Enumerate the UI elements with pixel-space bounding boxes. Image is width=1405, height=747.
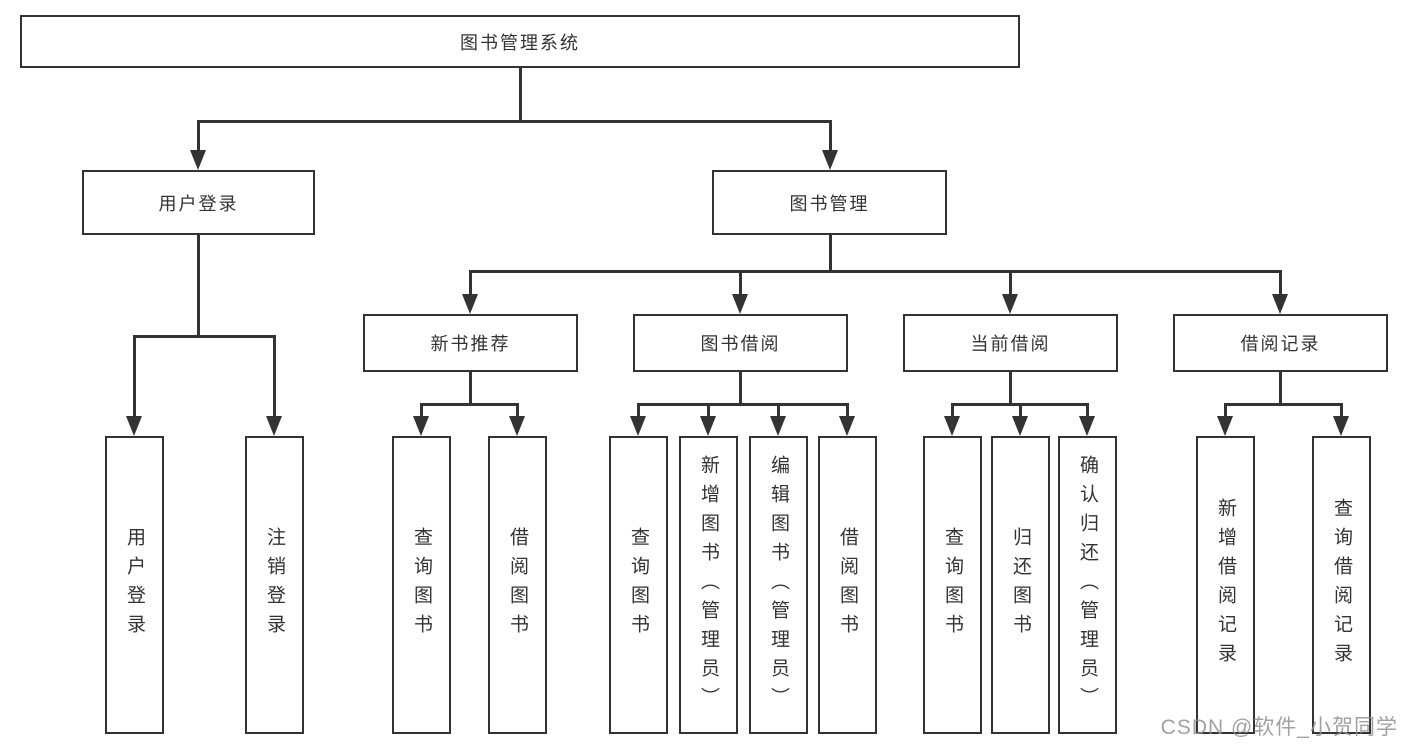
node-new-book-recommend: 新书推荐	[363, 314, 578, 372]
arrow-down-icon	[732, 294, 748, 314]
node-current-borrow: 当前借阅	[903, 314, 1118, 372]
connector-manage-stub	[828, 235, 832, 270]
node-book-borrow: 图书借阅	[633, 314, 848, 372]
node-book-borrow-label: 图书借阅	[700, 334, 781, 354]
arrow-down-icon	[190, 150, 206, 170]
node-new-book-recommend-label: 新书推荐	[430, 334, 511, 354]
arrow-down-icon	[1012, 416, 1028, 436]
node-user-login-label: 用户登录	[158, 193, 239, 214]
node-user-login: 用户登录	[82, 170, 315, 235]
connector-borrow-drop-1	[636, 403, 640, 416]
node-leaf-add-books-admin-label: 新增图书（管理员）	[698, 454, 719, 716]
node-library-system-label: 图书管理系统	[460, 32, 580, 53]
node-leaf-edit-books-admin-label: 编辑图书（管理员）	[768, 454, 789, 716]
connector-records-hline	[1223, 403, 1343, 406]
connector-recommend-hline	[419, 403, 519, 406]
connector-records-stub	[1278, 372, 1282, 403]
node-library-system: 图书管理系统	[20, 15, 1020, 68]
node-leaf-confirm-return-admin-label: 确认归还（管理员）	[1077, 454, 1098, 716]
connector-root-drop-left	[196, 120, 200, 150]
node-leaf-return-books: 归还图书	[991, 436, 1050, 734]
connector-borrow-drop-2	[706, 403, 710, 416]
node-leaf-add-borrow-record: 新增借阅记录	[1196, 436, 1255, 734]
node-current-borrow-label: 当前借阅	[970, 334, 1051, 354]
connector-current-stub	[1008, 372, 1012, 403]
arrow-down-icon	[1079, 416, 1095, 436]
node-leaf-query-books-current: 查询图书	[923, 436, 982, 734]
node-leaf-query-books-recommend: 查询图书	[392, 436, 451, 734]
arrow-down-icon	[1217, 416, 1233, 436]
connector-borrow-drop-3	[776, 403, 780, 416]
node-borrow-records-label: 借阅记录	[1240, 334, 1321, 354]
connector-root-drop-right	[828, 120, 832, 150]
node-leaf-query-books-borrow-label: 查询图书	[628, 527, 649, 643]
connector-current-drop-1	[950, 403, 954, 416]
connector-manage-drop-2	[738, 270, 742, 294]
node-leaf-return-books-label: 归还图书	[1010, 527, 1031, 643]
node-leaf-borrow-books-label: 借阅图书	[837, 527, 858, 643]
node-leaf-user-login: 用户登录	[105, 436, 164, 734]
arrow-down-icon	[1333, 416, 1349, 436]
node-leaf-query-borrow-record: 查询借阅记录	[1312, 436, 1371, 734]
arrow-down-icon	[630, 416, 646, 436]
node-leaf-query-books-current-label: 查询图书	[942, 527, 963, 643]
node-leaf-logout-label: 注销登录	[264, 527, 285, 643]
arrow-down-icon	[839, 416, 855, 436]
csdn-watermark: CSDN @软件_小贺同学	[1160, 716, 1398, 739]
node-book-management: 图书管理	[712, 170, 947, 235]
node-leaf-add-books-admin: 新增图书（管理员）	[679, 436, 738, 734]
node-leaf-query-books-borrow: 查询图书	[609, 436, 668, 734]
arrow-down-icon	[509, 416, 525, 436]
node-borrow-records: 借阅记录	[1173, 314, 1388, 372]
arrow-down-icon	[770, 416, 786, 436]
node-leaf-borrow-books: 借阅图书	[818, 436, 877, 734]
connector-borrow-drop-4	[845, 403, 849, 416]
connector-root-hline	[196, 120, 832, 123]
connector-manage-drop-3	[1008, 270, 1012, 294]
connector-records-drop-2	[1339, 403, 1343, 416]
arrow-down-icon	[1272, 294, 1288, 314]
node-leaf-logout: 注销登录	[245, 436, 304, 734]
arrow-down-icon	[126, 416, 142, 436]
node-leaf-borrow-books-recommend: 借阅图书	[488, 436, 547, 734]
node-leaf-user-login-label: 用户登录	[124, 527, 145, 643]
arrow-down-icon	[944, 416, 960, 436]
connector-login-hline	[132, 335, 276, 338]
connector-recommend-drop-2	[515, 403, 519, 416]
arrow-down-icon	[700, 416, 716, 436]
arrow-down-icon	[413, 416, 429, 436]
connector-current-drop-2	[1018, 403, 1022, 416]
arrow-down-icon	[462, 294, 478, 314]
node-leaf-query-borrow-record-label: 查询借阅记录	[1331, 498, 1352, 672]
connector-records-drop-1	[1223, 403, 1227, 416]
node-leaf-query-books-recommend-label: 查询图书	[411, 527, 432, 643]
connector-root-stub	[518, 68, 522, 120]
connector-login-drop-2	[272, 335, 276, 416]
connector-manage-drop-4	[1278, 270, 1282, 294]
node-book-management-label: 图书管理	[789, 193, 870, 214]
node-leaf-borrow-books-recommend-label: 借阅图书	[507, 527, 528, 643]
arrow-down-icon	[822, 150, 838, 170]
connector-current-drop-3	[1085, 403, 1089, 416]
connector-borrow-hline	[636, 403, 849, 406]
connector-recommend-drop-1	[419, 403, 423, 416]
node-leaf-confirm-return-admin: 确认归还（管理员）	[1058, 436, 1117, 734]
arrow-down-icon	[266, 416, 282, 436]
connector-borrow-stub	[738, 372, 742, 403]
node-leaf-edit-books-admin: 编辑图书（管理员）	[749, 436, 808, 734]
connector-login-drop-1	[132, 335, 136, 416]
node-leaf-add-borrow-record-label: 新增借阅记录	[1215, 498, 1236, 672]
connector-login-stub	[196, 235, 200, 335]
connector-manage-drop-1	[468, 270, 472, 294]
connector-recommend-stub	[468, 372, 472, 403]
arrow-down-icon	[1002, 294, 1018, 314]
connector-manage-hline	[468, 270, 1282, 273]
